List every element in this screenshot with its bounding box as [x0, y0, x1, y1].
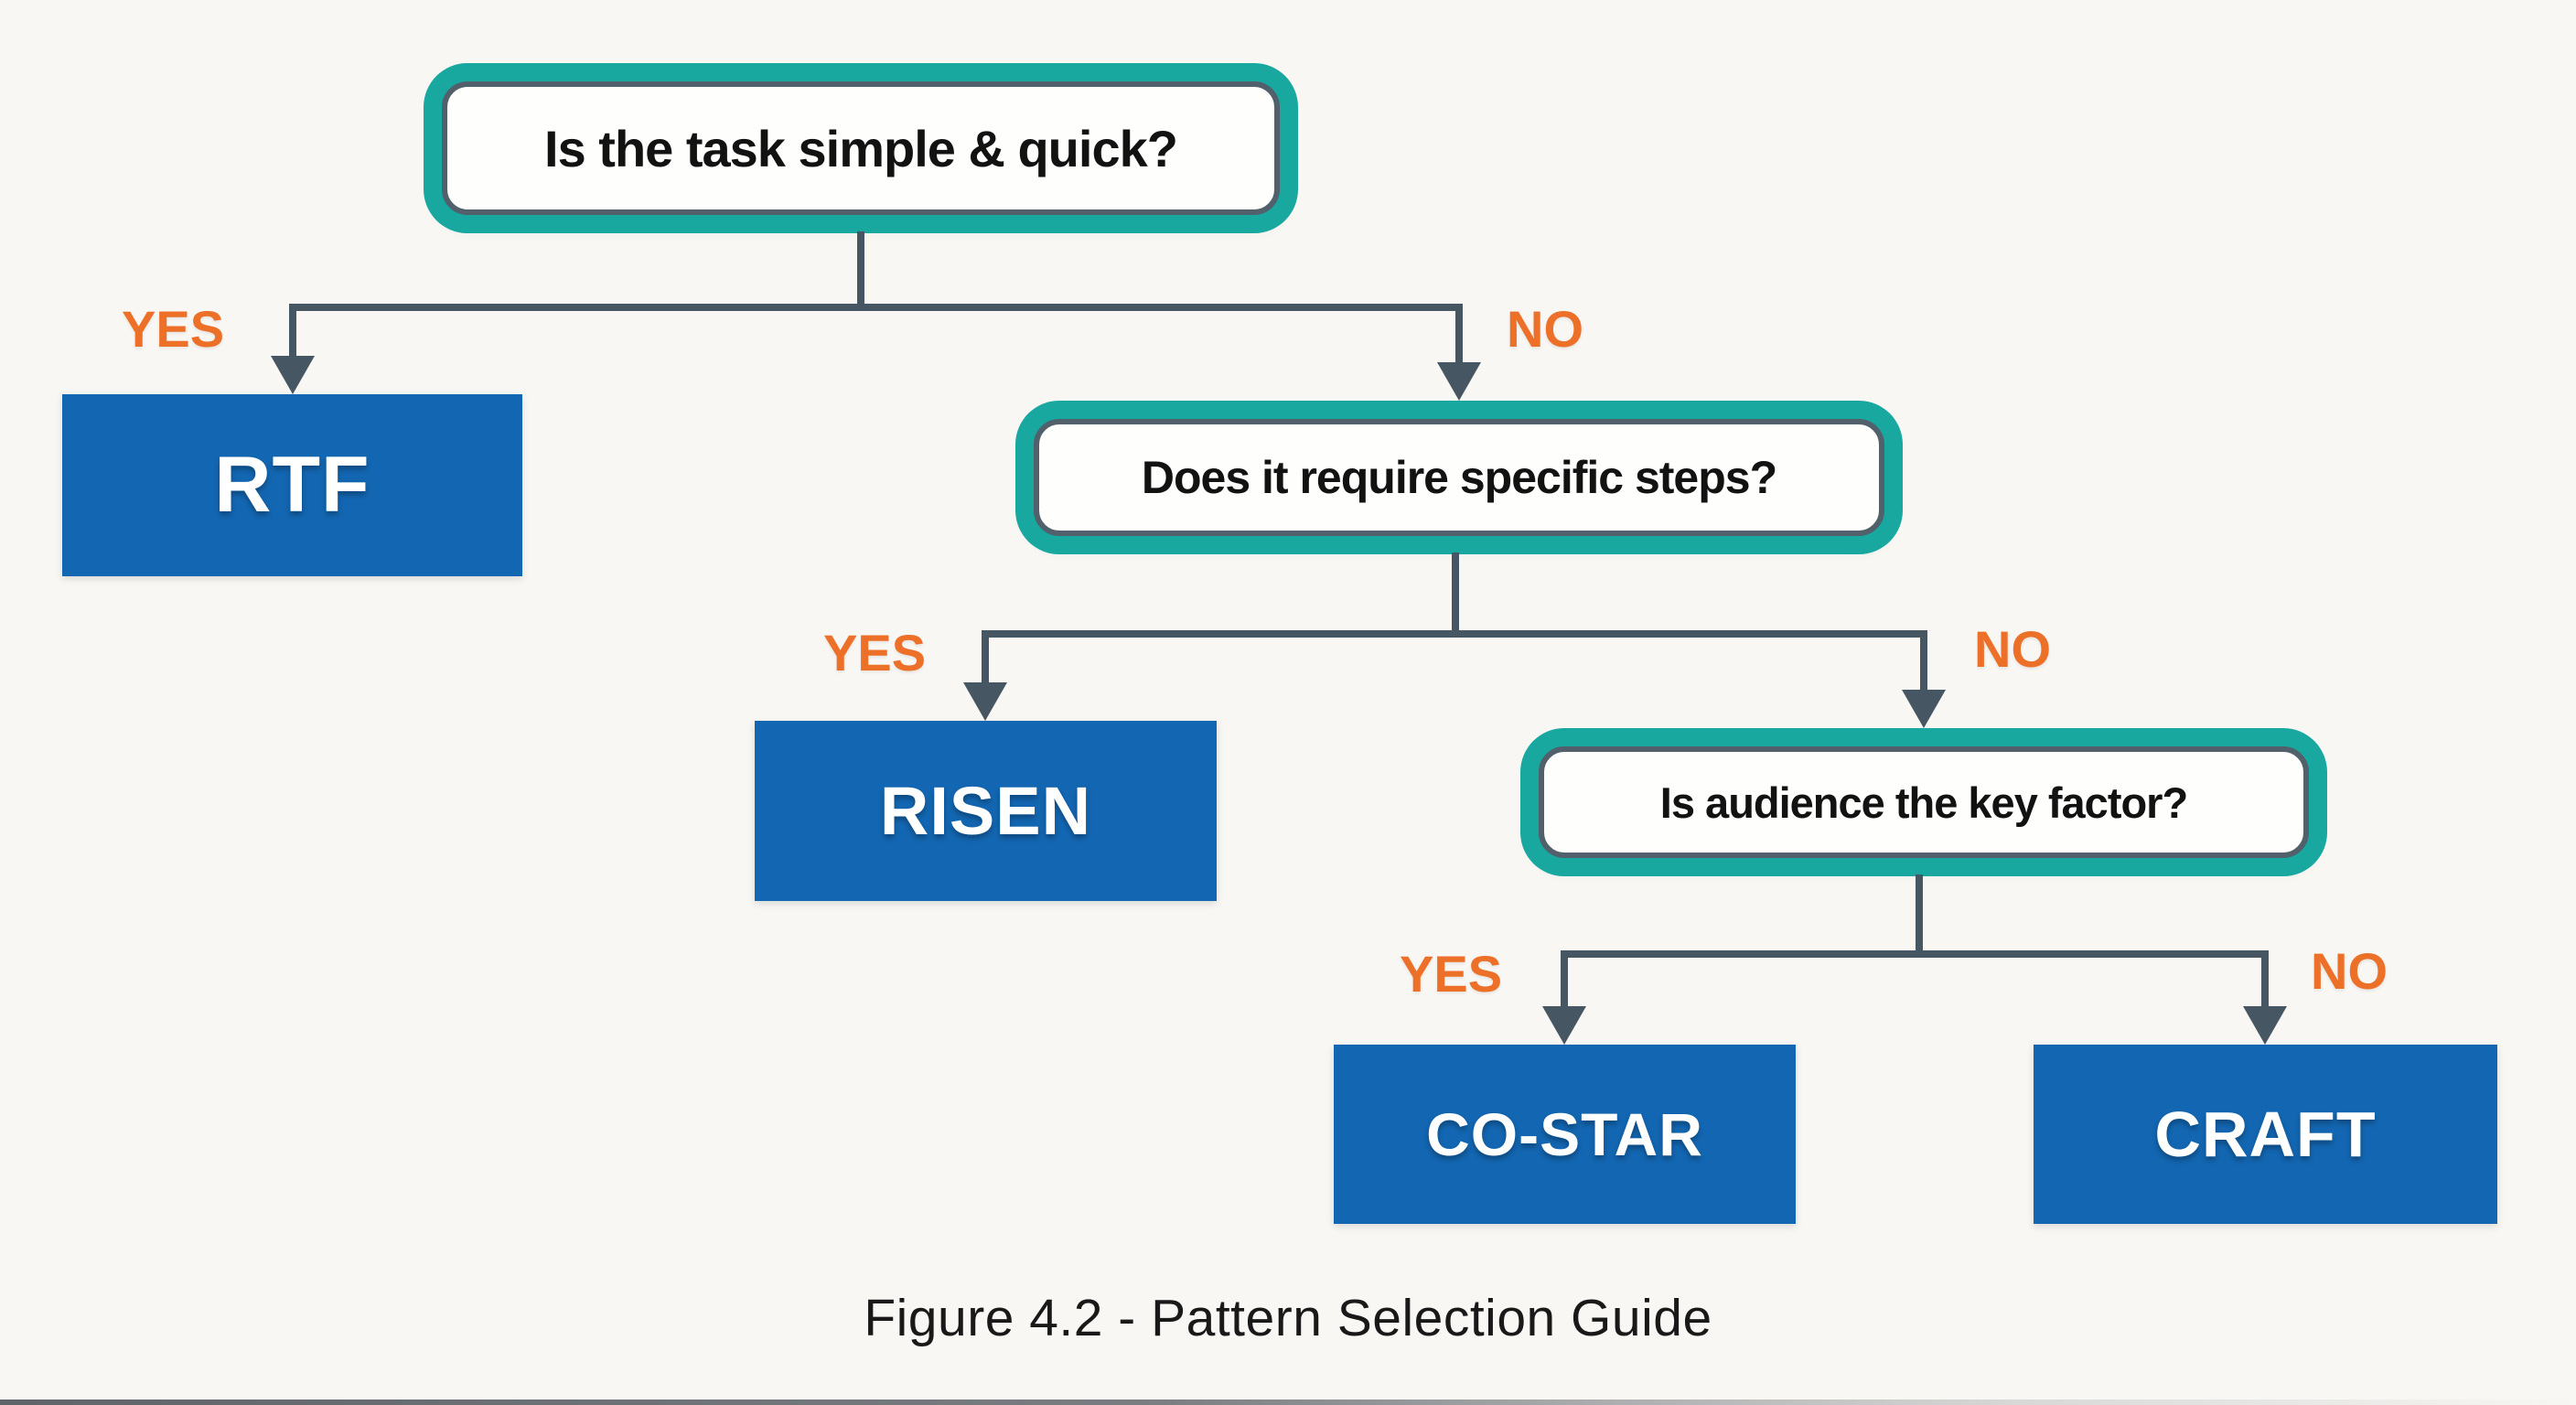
connector-q2-stem: [1452, 552, 1459, 636]
figure-caption: Figure 4.2 - Pattern Selection Guide: [864, 1289, 1712, 1347]
arrowhead-down-icon: [1542, 1006, 1586, 1045]
arrowhead-down-icon: [271, 356, 315, 394]
connector-q3-horizontal: [1561, 950, 2269, 958]
arrowhead-down-icon: [1902, 690, 1946, 728]
pattern-node-label: RTF: [214, 441, 370, 529]
connector-q1-stem: [857, 231, 864, 309]
connector-q2-yes-arm: [982, 630, 989, 685]
pattern-node-label: CRAFT: [2154, 1099, 2377, 1170]
decision-node-audience-key: Is audience the key factor?: [1539, 746, 2309, 858]
arrowhead-down-icon: [963, 682, 1007, 721]
decision-node-label: Is audience the key factor?: [1659, 778, 2188, 827]
connector-q3-stem: [1916, 874, 1923, 956]
edge-label-q1-yes: YES: [122, 300, 225, 358]
decision-node-label: Does it require specific steps?: [1141, 452, 1777, 503]
connector-q1-horizontal: [289, 304, 1463, 311]
decision-node-label: Is the task simple & quick?: [544, 119, 1178, 177]
connector-q1-yes-arm: [289, 304, 296, 359]
edge-label-q2-no: NO: [1974, 620, 2051, 678]
edge-label-q3-no: NO: [2311, 942, 2388, 1000]
edge-label-q3-yes: YES: [1400, 945, 1503, 1003]
decision-node-task-simple: Is the task simple & quick?: [442, 81, 1280, 215]
connector-q3-no-arm: [2261, 950, 2269, 1007]
connector-q1-no-arm: [1455, 304, 1463, 364]
connector-q2-horizontal: [982, 630, 1927, 638]
pattern-node-label: CO-STAR: [1426, 1100, 1703, 1168]
pattern-node-costar: CO-STAR: [1334, 1045, 1796, 1224]
page-bottom-edge: [0, 1400, 2576, 1405]
connector-q3-yes-arm: [1561, 950, 1568, 1007]
arrowhead-down-icon: [2243, 1006, 2287, 1045]
pattern-node-risen: RISEN: [755, 721, 1217, 901]
arrowhead-down-icon: [1437, 362, 1481, 401]
decision-node-specific-steps: Does it require specific steps?: [1034, 419, 1884, 536]
pattern-node-rtf: RTF: [62, 394, 522, 576]
pattern-node-craft: CRAFT: [2034, 1045, 2497, 1224]
pattern-node-label: RISEN: [879, 773, 1092, 849]
edge-label-q1-no: NO: [1507, 300, 1583, 358]
connector-q2-no-arm: [1920, 630, 1927, 694]
edge-label-q2-yes: YES: [823, 624, 927, 681]
